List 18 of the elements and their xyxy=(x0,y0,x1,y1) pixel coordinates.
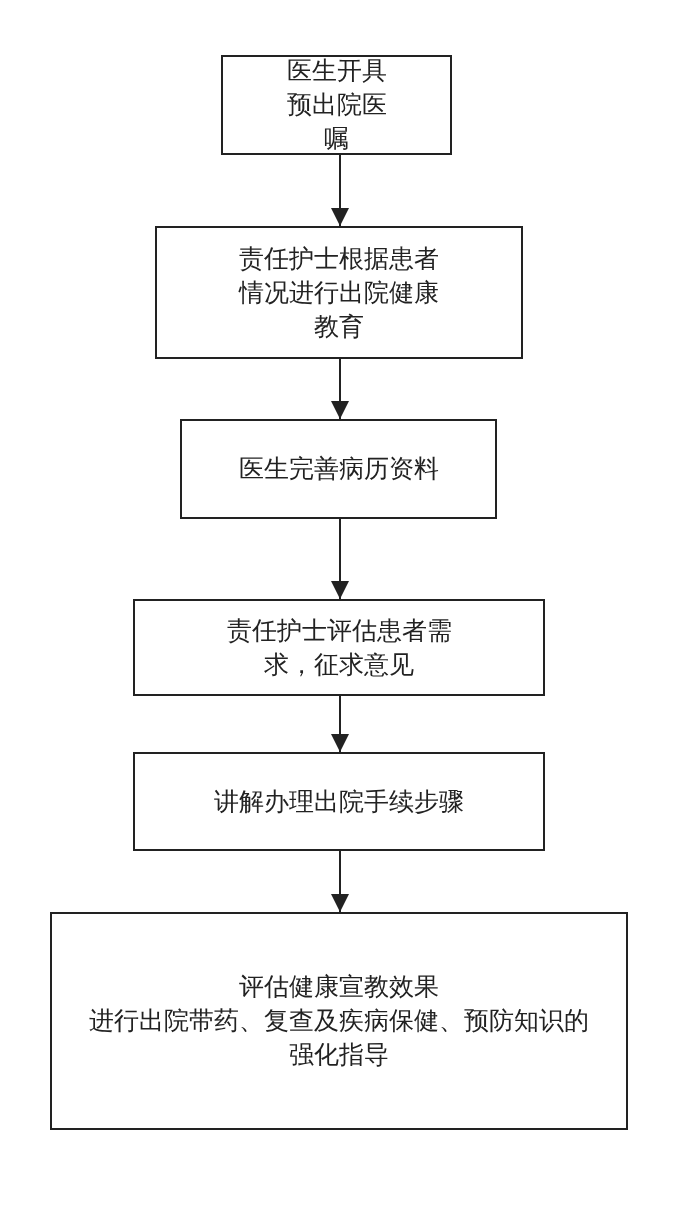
process-box xyxy=(155,226,523,359)
box-text: 医生完善病历资料 xyxy=(238,453,439,485)
arrow xyxy=(331,154,349,227)
process-box xyxy=(180,419,497,519)
arrow xyxy=(331,518,349,600)
process-box xyxy=(221,55,452,155)
box-text: 进行出院带药、复查及疾病保健、预防知识的强化指导 xyxy=(88,1005,590,1071)
arrow xyxy=(331,358,349,420)
box-text: 责任护士根据患者情况进行出院健康教育 xyxy=(237,242,440,343)
process-box xyxy=(50,912,628,1130)
process-box xyxy=(133,752,545,851)
box-text: 讲解办理出院手续步骤 xyxy=(214,785,464,818)
box-heading: 评估健康宣教效果 xyxy=(239,971,439,1003)
arrow xyxy=(331,695,349,753)
arrow xyxy=(331,850,349,913)
box-text: 责任护士评估患者需求，征求意见 xyxy=(225,614,453,681)
process-box xyxy=(133,599,545,696)
box-text: 医生开具预出院医嘱 xyxy=(285,55,388,155)
